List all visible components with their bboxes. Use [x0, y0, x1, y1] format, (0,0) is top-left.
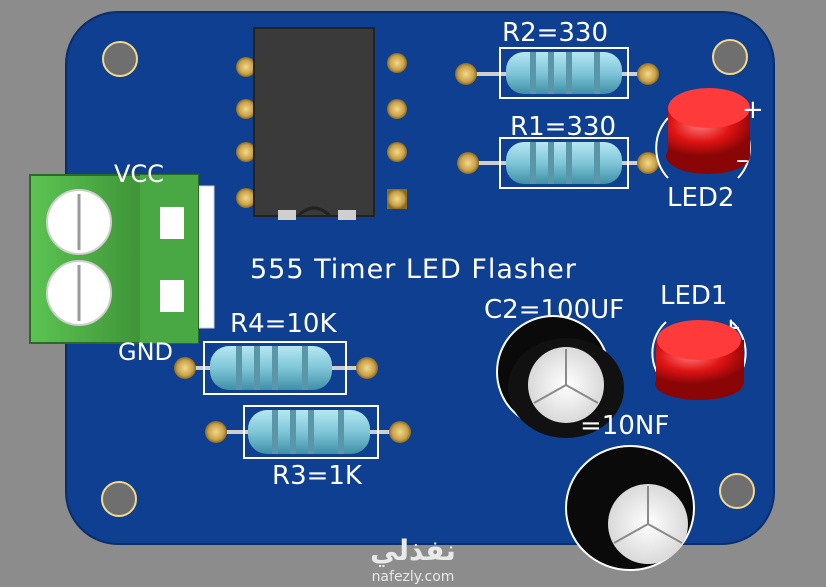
resistor-r1: R1=330 [457, 112, 659, 189]
mounting-hole-bottom-right [719, 473, 755, 509]
label-c1: =10NF [580, 411, 669, 441]
led2-plus: + [742, 95, 764, 125]
mounting-hole-top-left [102, 41, 138, 77]
label-r2: R2=330 [502, 18, 608, 48]
terminal-slot-bottom [160, 280, 184, 312]
board-title: 555 Timer LED Flasher [250, 254, 577, 285]
resistor-r2-body [506, 52, 622, 94]
led2-minus: – [736, 145, 749, 175]
ic-555 [236, 27, 407, 220]
label-r4: R4=10K [230, 309, 337, 339]
resistor-r2: R2=330 [455, 18, 659, 99]
terminal-block: C5A-1 C5A-1 VCC GND [29, 160, 215, 366]
mounting-hole-bottom-left [101, 481, 137, 517]
mounting-hole-top-right [712, 39, 748, 75]
ic-body [253, 27, 375, 217]
label-r3: R3=1K [272, 461, 363, 491]
label-gnd: GND [118, 338, 173, 366]
capacitor-c2: C2=100UF [484, 295, 624, 438]
label-led1: LED1 [660, 281, 727, 311]
label-r1: R1=330 [510, 112, 616, 142]
label-led2: LED2 [667, 183, 734, 213]
ic-notch [296, 206, 332, 218]
terminal-slot-top [160, 207, 184, 239]
resistor-r4: R4=10K [174, 309, 378, 395]
watermark-url: nafezly.com [372, 569, 455, 585]
mounting-holes [101, 39, 755, 517]
terminal-part-text: C5A-1 C5A-1 [199, 234, 209, 291]
resistor-r3: R3=1K [205, 405, 411, 491]
led2-dome [668, 88, 750, 128]
ic-pads-right [387, 53, 407, 209]
led1-dome [657, 320, 741, 360]
watermark-arabic: نفذلي [370, 534, 456, 567]
resistor-r4-body [210, 346, 332, 390]
led1: LED1 + [651, 281, 747, 400]
ic-pads-left [236, 57, 256, 208]
watermark: نفذلي nafezly.com [370, 534, 456, 585]
capacitor-c1: =10NF [565, 411, 695, 571]
label-vcc: VCC [114, 160, 164, 188]
led2: + – LED2 [655, 88, 764, 213]
resistor-r1-body [506, 142, 622, 184]
